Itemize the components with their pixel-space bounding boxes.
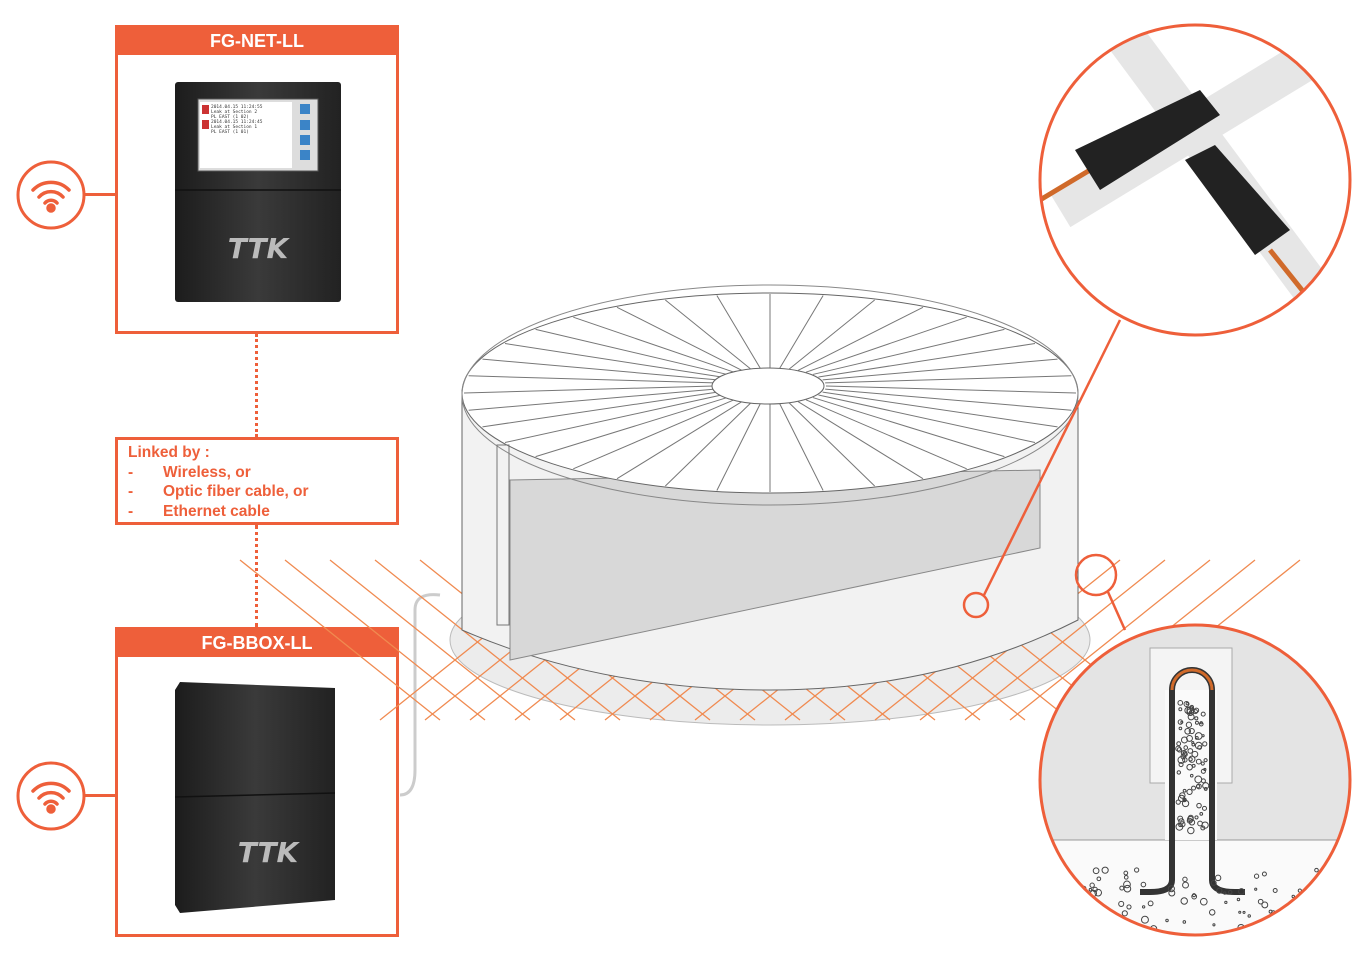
cable: [399, 593, 441, 797]
zoom-circle: [1038, 23, 1352, 337]
screen-line: 2014.04.15 11:24:45: [211, 119, 263, 125]
screen-line: Leak at Section 1: [211, 124, 257, 130]
screen-line: Leak at Section 2: [211, 109, 257, 115]
sensor-cross-section-detail: [1040, 625, 1350, 935]
link-item-fiber: Optic fiber cable, or: [163, 483, 309, 500]
bullet: -: [128, 483, 134, 500]
zoom-circle: [1038, 623, 1352, 937]
screen-line: 2014.04.15 11:24:55: [211, 104, 263, 110]
wifi-connector: [84, 193, 115, 196]
link-line-top: [255, 334, 258, 437]
cable-connector-detail: [1040, 25, 1350, 335]
link-description: Linked by : - Wireless, or - Optic fiber c…: [115, 437, 399, 525]
screen-line: PL EAST (1 01): [211, 129, 249, 135]
bullet: -: [128, 463, 134, 481]
wifi-icon: [16, 761, 86, 831]
sensor-marker: [1074, 553, 1118, 597]
ttk-logo: TTK: [238, 836, 301, 869]
wifi-icon: [16, 160, 86, 230]
link-line-bottom: [255, 525, 258, 627]
storage-tank: [239, 284, 1301, 726]
fg-bbox-ll-device: TTK: [174, 682, 336, 913]
wifi-connector: [84, 794, 115, 797]
fg-bbox-ll-title: FG-BBOX-LL: [118, 630, 396, 657]
leak-marker: [962, 591, 990, 619]
link-title: Linked by :: [128, 444, 210, 461]
fg-net-ll-title: FG-NET-LL: [118, 28, 396, 55]
fg-net-ll-device: 2014.04.15 11:24:55 Leak at Section 2 PL…: [175, 82, 341, 302]
ttk-logo: TTK: [228, 232, 291, 265]
bullet: -: [128, 502, 134, 520]
link-item-ethernet: Ethernet cable: [163, 502, 270, 520]
link-item-wireless: Wireless, or: [163, 463, 251, 481]
screen-line: PL EAST (1 02): [211, 114, 249, 120]
